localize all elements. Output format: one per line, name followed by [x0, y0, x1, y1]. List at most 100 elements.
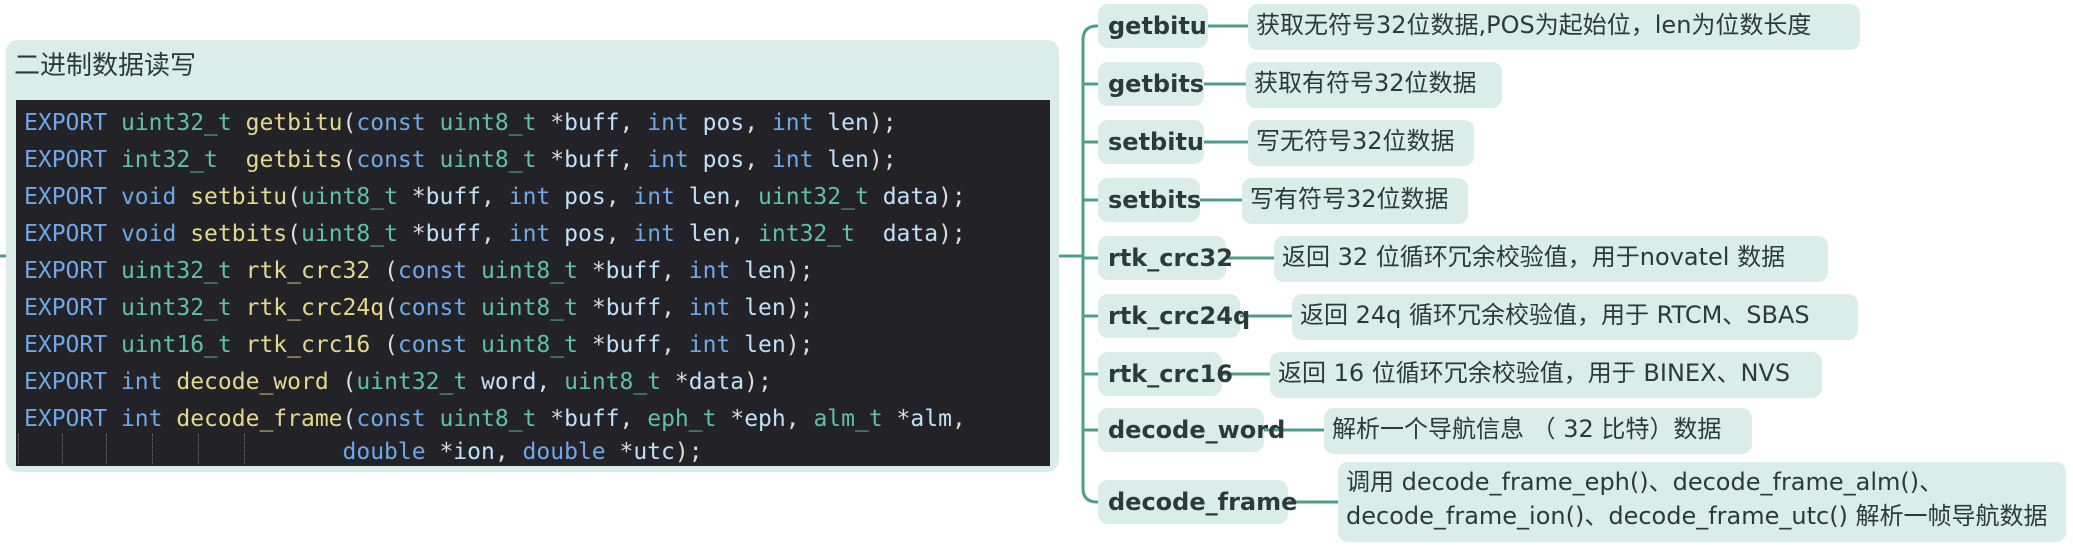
- code-token: (: [287, 184, 301, 210]
- code-token: uint8_t: [481, 258, 578, 284]
- code-token: );: [938, 184, 966, 210]
- code-token: EXPORT: [24, 258, 108, 284]
- code-token: const: [397, 258, 468, 284]
- node-rtk-crc32[interactable]: rtk_crc32: [1098, 236, 1233, 280]
- code-token: uint32_t: [120, 295, 232, 321]
- code-token: (: [342, 110, 357, 136]
- code-token: (: [342, 406, 357, 432]
- code-token: (: [287, 221, 301, 247]
- code-token: ,: [730, 221, 759, 247]
- code-token: len: [827, 147, 869, 173]
- node-setbitu[interactable]: setbitu: [1098, 120, 1204, 164]
- code-line: EXPORT void setbitu(uint8_t *buff, int p…: [24, 182, 966, 212]
- description-line: 写有符号32位数据: [1250, 185, 1449, 213]
- code-token: [426, 110, 440, 136]
- indent-guide: [18, 434, 20, 464]
- code-token: [176, 221, 190, 247]
- code-line: EXPORT int decode_frame(const uint8_t *b…: [24, 404, 966, 434]
- node-getbits[interactable]: getbits: [1098, 62, 1204, 106]
- description-setbits[interactable]: 写有符号32位数据: [1242, 178, 1468, 224]
- description-getbitu[interactable]: 获取无符号32位数据,POS为起始位，len为位数长度: [1248, 4, 1860, 50]
- code-token: [163, 406, 177, 432]
- code-token: *: [605, 439, 634, 465]
- code-token: );: [938, 221, 966, 247]
- description-rtk-crc16[interactable]: 返回 16 位循环冗余校验值，用于 BINEX、NVS: [1270, 352, 1822, 398]
- root-title: 二进制数据读写: [14, 51, 197, 81]
- node-decode-frame[interactable]: decode_frame: [1098, 480, 1297, 524]
- code-token: EXPORT: [24, 369, 108, 395]
- code-token: [550, 221, 564, 247]
- code-token: buff: [564, 110, 620, 136]
- code-token: uint8_t: [481, 295, 578, 321]
- indent-guide: [106, 434, 108, 464]
- code-token: ,: [619, 406, 648, 432]
- code-token: (: [384, 295, 398, 321]
- code-token: [550, 184, 564, 210]
- code-token: *: [577, 295, 606, 321]
- node-getbitu[interactable]: getbitu: [1098, 4, 1208, 48]
- code-token: int: [688, 295, 731, 321]
- description-getbits[interactable]: 获取有符号32位数据: [1246, 62, 1502, 108]
- code-token: (: [328, 369, 357, 395]
- code-token: (: [370, 332, 398, 358]
- code-token: EXPORT: [24, 147, 108, 173]
- code-token: uint8_t: [439, 110, 537, 136]
- code-token: ,: [481, 221, 509, 247]
- code-token: getbitu: [245, 110, 343, 136]
- code-token: );: [868, 110, 897, 136]
- code-token: data: [882, 221, 939, 247]
- code-token: [176, 184, 190, 210]
- code-token: pos: [564, 184, 606, 210]
- code-line: EXPORT uint32_t rtk_crc32 (const uint8_t…: [24, 256, 813, 286]
- code-token: );: [785, 295, 814, 321]
- description-rtk-crc24q[interactable]: 返回 24q 循环冗余校验值，用于 RTCM、SBAS: [1292, 294, 1858, 340]
- code-token: [730, 332, 744, 358]
- code-line: EXPORT uint32_t getbitu(const uint8_t *b…: [24, 108, 897, 138]
- code-token: [107, 258, 121, 284]
- code-token: data: [882, 184, 939, 210]
- code-token: int: [647, 147, 689, 173]
- code-token: [675, 184, 689, 210]
- indent-guide: [152, 434, 154, 464]
- description-rtk-crc32[interactable]: 返回 32 位循环冗余校验值，用于novatel 数据: [1274, 236, 1828, 282]
- code-token: pos: [702, 110, 745, 136]
- description-decode-word[interactable]: 解析一个导航信息 （ 32 比特）数据: [1324, 408, 1752, 454]
- code-token: [107, 406, 121, 432]
- code-token: [232, 258, 246, 284]
- code-token: int: [633, 221, 675, 247]
- code-token: buff: [564, 147, 620, 173]
- code-token: *: [397, 221, 426, 247]
- description-decode-frame[interactable]: 调用 decode_frame_eph()、decode_frame_alm()…: [1338, 462, 2066, 542]
- code-token: [232, 295, 246, 321]
- code-token: [163, 369, 177, 395]
- code-token: ,: [730, 184, 759, 210]
- code-token: EXPORT: [24, 221, 108, 247]
- code-token: EXPORT: [24, 184, 108, 210]
- node-rtk-crc24q[interactable]: rtk_crc24q: [1098, 294, 1250, 338]
- code-token: [730, 295, 744, 321]
- code-token: [232, 110, 246, 136]
- description-line: decode_frame_ion()、decode_frame_utc() 解析…: [1346, 502, 2048, 530]
- code-token: rtk_crc16: [245, 332, 371, 358]
- code-token: ,: [494, 439, 523, 465]
- node-setbits[interactable]: setbits: [1098, 178, 1201, 222]
- code-token: int: [120, 406, 163, 432]
- description-line: 获取无符号32位数据,POS为起始位，len为位数长度: [1256, 11, 1812, 39]
- code-token: ,: [661, 258, 689, 284]
- code-token: );: [868, 147, 897, 173]
- node-decode-word[interactable]: decode_word: [1098, 408, 1285, 452]
- code-token: decode_frame: [176, 406, 343, 432]
- code-token: ,: [619, 110, 648, 136]
- code-token: [730, 258, 744, 284]
- code-token: word: [481, 369, 537, 395]
- code-token: pos: [564, 221, 606, 247]
- node-rtk-crc16[interactable]: rtk_crc16: [1098, 352, 1233, 396]
- code-token: int: [647, 110, 689, 136]
- code-token: );: [785, 258, 814, 284]
- description-line: 解析一个导航信息 （ 32 比特）数据: [1332, 415, 1722, 443]
- code-token: eph: [744, 406, 786, 432]
- description-setbitu[interactable]: 写无符号32位数据: [1248, 120, 1474, 166]
- code-token: ,: [744, 147, 772, 173]
- code-token: pos: [702, 147, 745, 173]
- code-token: EXPORT: [24, 295, 108, 321]
